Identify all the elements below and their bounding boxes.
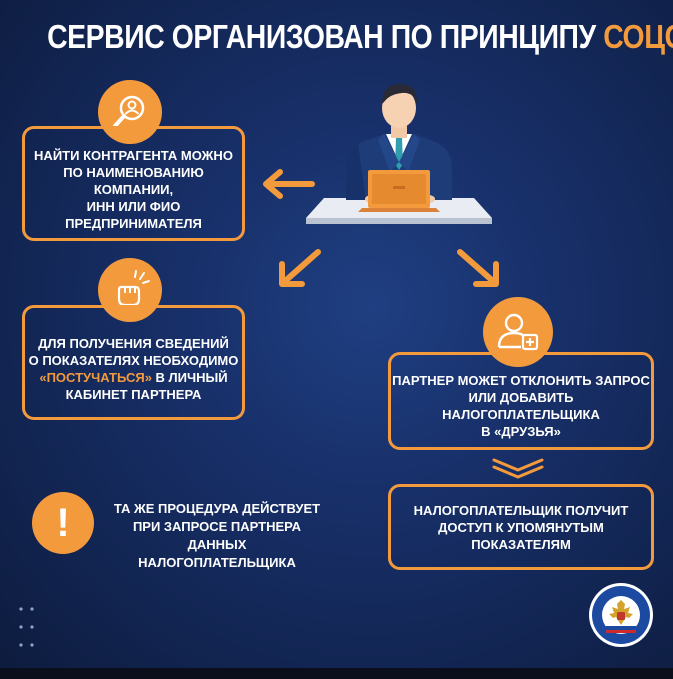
partner-line-1: ПАРТНЕР МОЖЕТ ОТКЛОНИТЬ ЗАПРОС: [392, 373, 650, 388]
partner-info-box: ПАРТНЕР МОЖЕТ ОТКЛОНИТЬ ЗАПРОС ИЛИ ДОБАВ…: [388, 352, 654, 450]
access-line-2: ДОСТУП К УПОМЯНУТЫМ: [438, 519, 604, 535]
knock-line-3: В ЛИЧНЫЙ: [151, 369, 228, 385]
knock-info-box: ДЛЯ ПОЛУЧЕНИЯ СВЕДЕНИЙ О ПОКАЗАТЕЛЯХ НЕО…: [22, 305, 245, 420]
bottom-edge: [0, 668, 673, 679]
knock-line-4: КАБИНЕТ ПАРТНЕРА: [65, 386, 202, 402]
knock-highlight: «ПОСТУЧАТЬСЯ»: [39, 369, 152, 385]
page-title: СЕРВИС ОРГАНИЗОВАН ПО ПРИНЦИПУ СОЦСЕТИ: [47, 18, 673, 56]
note-line-2: ПРИ ЗАПРОСЕ ПАРТНЕРА: [132, 519, 302, 534]
access-info-box: НАЛОГОПЛАТЕЛЬЩИК ПОЛУЧИТ ДОСТУП К УПОМЯН…: [388, 484, 654, 570]
fns-emblem-logo: [589, 583, 653, 647]
partner-line-2: ИЛИ ДОБАВИТЬ НАЛОГОПЛАТЕЛЬЩИКА: [442, 390, 600, 422]
search-info-box: НАЙТИ КОНТРАГЕНТА МОЖНО ПО НАИМЕНОВАНИЮ …: [22, 126, 245, 241]
partner-line-3: В «ДРУЗЬЯ»: [481, 424, 561, 439]
knock-line-1: ДЛЯ ПОЛУЧЕНИЯ СВЕДЕНИЙ: [38, 335, 229, 351]
search-line-1: НАЙТИ КОНТРАГЕНТА МОЖНО: [34, 148, 233, 163]
note-line-3: ДАННЫХ НАЛОГОПЛАТЕЛЬЩИКА: [138, 537, 296, 570]
search-line-3: ИНН ИЛИ ФИО ПРЕДПРИНИМАТЕЛЯ: [65, 199, 202, 231]
knock-fist-icon: [98, 258, 162, 322]
add-user-icon: [483, 297, 553, 367]
search-person-icon: [98, 80, 162, 144]
arrow-down-left-icon: [279, 249, 321, 287]
exclamation-icon: !: [32, 492, 94, 554]
title-main: СЕРВИС ОРГАНИЗОВАН ПО ПРИНЦИПУ: [47, 18, 596, 55]
double-chevron-down-icon: [492, 458, 544, 479]
search-line-2: ПО НАИМЕНОВАНИЮ КОМПАНИИ,: [63, 165, 204, 197]
access-line-1: НАЛОГОПЛАТЕЛЬЩИК ПОЛУЧИТ: [413, 502, 629, 518]
note-line-1: ТА ЖЕ ПРОЦЕДУРА ДЕЙСТВУЕТ: [113, 501, 321, 516]
knock-line-2: О ПОКАЗАТЕЛЯХ НЕОБХОДИМО: [28, 352, 239, 368]
decorative-dots: [19, 607, 34, 647]
businessman-illustration: [306, 84, 492, 224]
exclamation-mark: !: [56, 501, 70, 545]
title-highlight: СОЦСЕТИ: [603, 18, 673, 55]
access-line-3: ПОКАЗАТЕЛЯМ: [471, 536, 571, 552]
arrow-down-right-icon: [457, 249, 499, 287]
arrow-left-icon: [263, 169, 315, 199]
note-text: ТА ЖЕ ПРОЦЕДУРА ДЕЙСТВУЕТ ПРИ ЗАПРОСЕ ПА…: [112, 500, 322, 572]
